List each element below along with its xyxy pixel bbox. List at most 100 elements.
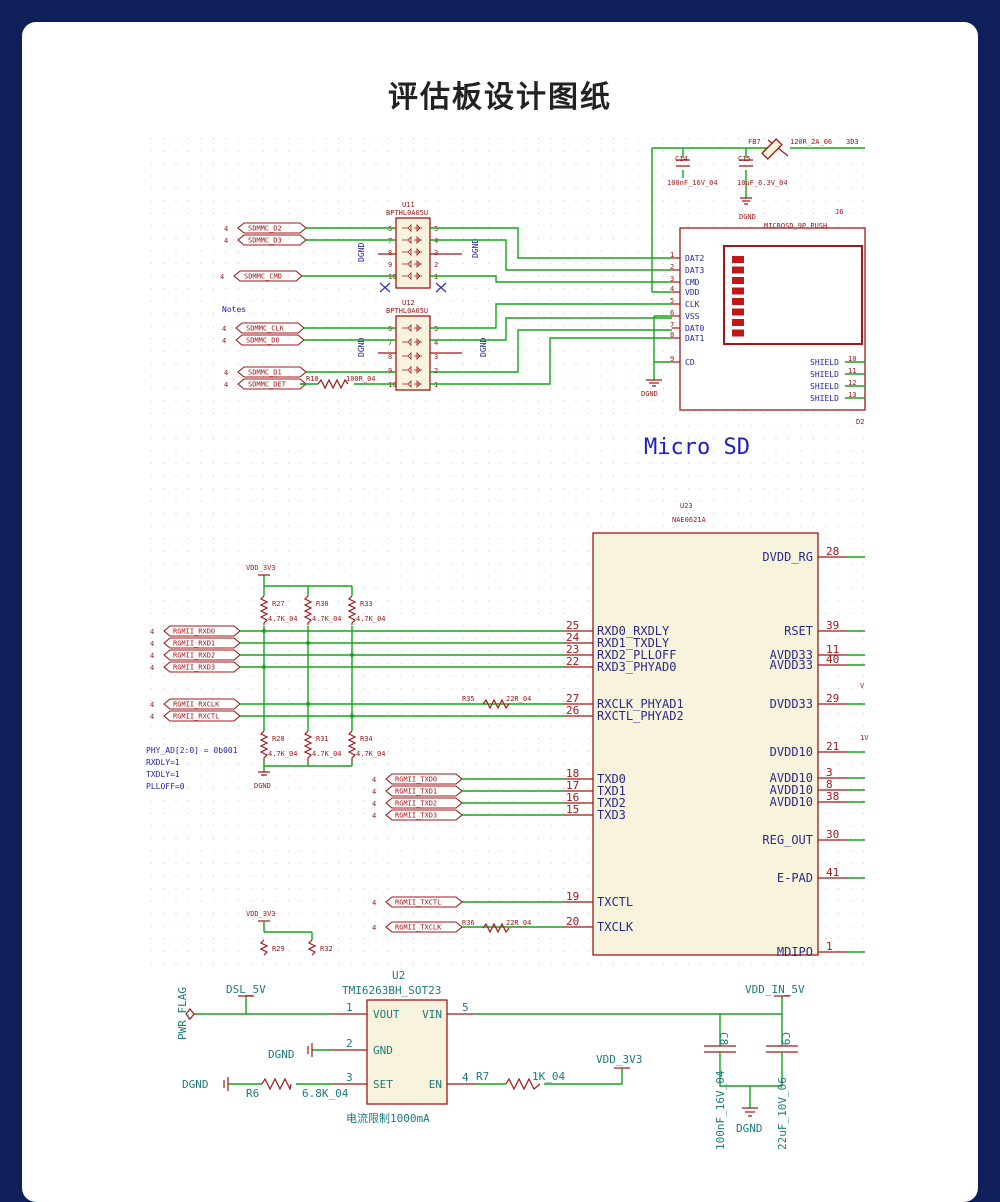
r7-value: 1K_04: [532, 1070, 565, 1083]
u23-lpin-num-16: 16: [566, 791, 579, 804]
c9-value: 22uF_10V_06: [776, 1077, 789, 1150]
u12-dgnd-l: DGND: [357, 338, 366, 357]
u12pins-diode-2: [402, 352, 422, 360]
txc-rgmii-txctl: RGMII_TXCTL 4: [372, 896, 563, 908]
pullup-body-R33: [347, 595, 357, 625]
net-sdmmc-d2-num: 4: [224, 225, 228, 233]
u23-rpin-num-38: 38: [826, 790, 839, 803]
pullup-body-R30: [303, 595, 313, 625]
u2-pin-num-2: 2: [346, 1037, 353, 1050]
rxclk-num-0: 4: [150, 701, 154, 709]
j6-card-outline: [723, 245, 863, 345]
r29-ref: R29: [272, 945, 285, 953]
rx-num-1: 4: [150, 640, 154, 648]
pullup-val-R27: 4.7K_04: [268, 615, 298, 623]
u2-pin-num-1: 1: [346, 1001, 353, 1014]
sd-pin-num-1: 1: [670, 251, 674, 259]
u23-rpin-num-8: 8: [826, 778, 833, 791]
c14-ref: C14: [675, 155, 688, 163]
u23-rpin-num-1: 1: [826, 940, 833, 953]
gnd-set-label: DGND: [182, 1078, 209, 1091]
sd-pin-name-8: DAT1: [685, 334, 704, 343]
u23-rpin-name-3: AVDD10: [770, 771, 813, 785]
tx-text-3: RGMII_TXD3: [395, 812, 437, 820]
u11pins-lpin-8: 8: [388, 249, 392, 257]
u23-lpin-name-17: TXD1: [597, 784, 626, 798]
u11pins-lpin-9: 9: [388, 261, 392, 269]
pwr-flag-label: PWR_FLAG: [176, 987, 189, 1040]
u2-pin-name-2: GND: [373, 1044, 393, 1057]
tx-num-1: 4: [372, 788, 376, 796]
pulldown-val-R34: 4.7K_04: [356, 750, 386, 758]
tx-text-2: RGMII_TXD2: [395, 800, 437, 808]
shield-num-11: 11: [848, 367, 856, 375]
u23-rpin-name-28: DVDD_RG: [762, 550, 813, 564]
sd-pin-name-9: CD: [685, 358, 695, 367]
u23-lpin-name-16: TXD2: [597, 796, 626, 810]
shield-name-12: SHIELD: [810, 382, 839, 391]
sd-pin-name-5: CLK: [685, 300, 700, 309]
u12pins-diode-1: [402, 338, 422, 346]
micro-sd-caption: Micro SD: [644, 435, 750, 460]
sd-pin-num-8: 8: [670, 331, 674, 339]
sd-contact-1: [732, 256, 744, 263]
u12pins-rpin-5: 5: [434, 325, 438, 333]
net-sdmmc-d1-text: SDMMC_D1: [248, 369, 282, 377]
u23-rpin-name-21: DVDD10: [770, 745, 813, 759]
u23-body: [592, 532, 819, 956]
pwr-flag-symbol: [185, 1008, 195, 1020]
u23-lpin-name-25: RXD0_RXDLY: [597, 624, 670, 638]
u23-rpin-name-29: DVDD33: [770, 697, 813, 711]
shield-name-10: SHIELD: [810, 358, 839, 367]
sd-contact-7: [732, 319, 744, 326]
txc-num-0: 4: [372, 899, 376, 907]
r6-ref: R6: [246, 1087, 259, 1100]
net-sdmmc-d1-num: 4: [224, 369, 228, 377]
sd-pin-num-9: 9: [670, 355, 674, 363]
tx-num-0: 4: [372, 776, 376, 784]
u23-lpin-num-25: 25: [566, 619, 579, 632]
gnd-caps-label: DGND: [736, 1122, 763, 1135]
cut-label-1v: 1V: [860, 734, 869, 742]
tx-text-0: RGMII_TXD0: [395, 776, 437, 784]
u23-rpin-name-11: AVDD33: [770, 648, 813, 662]
rx-num-2: 4: [150, 652, 154, 660]
pullup-val-R33: 4.7K_04: [356, 615, 386, 623]
txc-text-0: RGMII_TXCTL: [395, 899, 441, 907]
u23-part: NAE0621A: [672, 516, 707, 524]
u23-rpin-name-41: E-PAD: [777, 871, 813, 885]
sd-contact-5: [732, 298, 744, 305]
u23-lpin-name-18: TXD0: [597, 772, 626, 786]
u11pins-lpin-10: 10: [388, 273, 396, 281]
u23-rpin-name-1: MDIPO: [777, 945, 813, 959]
u23-lpin-num-17: 17: [566, 779, 579, 792]
u23-lpin-name-22: RXD3_PHYAD0: [597, 660, 676, 674]
pulldown-val-R31: 4.7K_04: [312, 750, 342, 758]
vin-5v-label: VDD_IN_5V: [745, 983, 805, 996]
sd-pin-name-3: CMD: [685, 278, 700, 287]
r6-value: 6.8K_04: [302, 1087, 349, 1100]
c14-value: 100nF_16V_04: [667, 179, 718, 187]
u23-rpin-name-38: AVDD10: [770, 795, 813, 809]
u11pins-lpin-7: 7: [388, 237, 392, 245]
u2-pin-num-3: 3: [346, 1071, 353, 1084]
shield-name-13: SHIELD: [810, 394, 839, 403]
u12-part: BPTHL0A05U: [386, 307, 428, 315]
power-section: U2 TMI6263BH_SOT23 1VOUT2GND3SET5VIN4EN …: [176, 969, 805, 1150]
u23-lpin-name-23: RXD2_PLLOFF: [597, 648, 676, 662]
u2-pin-name-1: VOUT: [373, 1008, 400, 1021]
fb7-body: [761, 138, 783, 160]
rxclk-text-1: RGMII_RXCTL: [173, 713, 219, 721]
shield-num-12: 12: [848, 379, 856, 387]
junction-1: [306, 641, 310, 645]
sd-pin-name-2: DAT3: [685, 266, 704, 275]
u2-part: TMI6263BH_SOT23: [342, 984, 441, 997]
u2-pin-name-3: SET: [373, 1078, 393, 1091]
